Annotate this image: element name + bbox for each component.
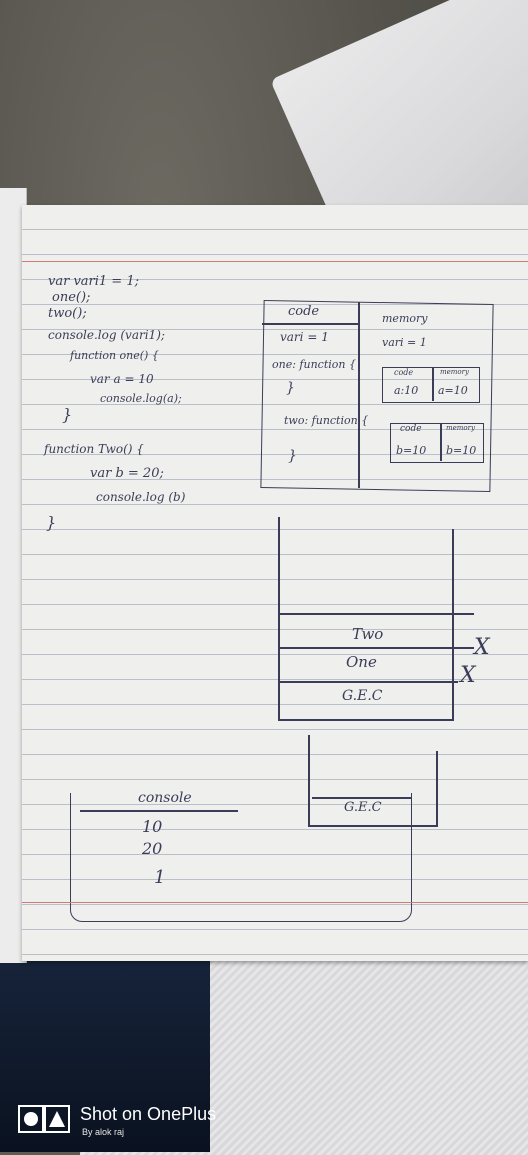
stack-left-wall	[278, 517, 280, 721]
code-line-12: }	[46, 513, 57, 532]
ec-code-underline	[262, 323, 358, 325]
console-output-2: 20	[142, 839, 163, 858]
console-header-line	[80, 810, 238, 812]
ec-two-close: }	[288, 448, 297, 464]
console-output-1: 10	[142, 817, 163, 836]
ec-memory-header: memory	[382, 312, 428, 325]
ec-one-close: }	[286, 380, 295, 396]
ec-divider	[358, 302, 360, 488]
two-ec-code-header: code	[400, 424, 422, 434]
two-ec-code-value: b=10	[396, 444, 427, 457]
console-title: console	[138, 790, 192, 806]
one-ec-memory-value: a=10	[438, 384, 468, 397]
notebook-page: var vari1 = 1; one(); two(); console.log…	[22, 205, 528, 961]
two-ec-memory-header: memory	[446, 424, 475, 432]
pop-mark-two: X	[474, 635, 490, 660]
gec-stack-right-wall	[436, 751, 438, 827]
stack-frame-two: Two	[352, 625, 384, 643]
one-ec-code-header: code	[394, 368, 414, 377]
code-line-4: console.log (vari1);	[48, 328, 165, 342]
one-ec-divider	[432, 367, 434, 401]
code-line-5: function one() {	[70, 349, 159, 362]
two-execution-context-box	[390, 423, 484, 463]
code-line-6: var a = 10	[90, 372, 154, 386]
gec-stack-label: G.E.C	[344, 800, 382, 815]
ec-two-entry: two: function {	[284, 414, 369, 427]
watermark-subtitle: By alok raj	[82, 1127, 125, 1137]
code-line-3: two();	[48, 306, 87, 321]
code-line-2: one();	[52, 290, 91, 305]
ec-memory-var: vari = 1	[382, 336, 427, 349]
stack-bottom	[278, 719, 454, 721]
one-ec-code-value: a:10	[394, 384, 419, 397]
code-line-7: console.log(a);	[100, 392, 182, 405]
camera-watermark-icon	[18, 1105, 70, 1133]
code-line-10: var b = 20;	[90, 466, 164, 481]
ec-var-entry: vari = 1	[280, 330, 329, 344]
two-ec-memory-value: b=10	[446, 444, 477, 457]
stack-frame-line-1	[278, 613, 474, 615]
code-line-1: var vari1 = 1;	[48, 274, 139, 289]
console-box	[70, 793, 412, 922]
ec-one-entry: one: function {	[272, 358, 356, 371]
stack-frame-gec: G.E.C	[342, 688, 383, 704]
stack-frame-line-3	[278, 681, 458, 683]
console-output-3: 1	[154, 867, 166, 888]
code-line-11: console.log (b)	[96, 490, 186, 504]
pop-mark-one: X	[460, 663, 476, 688]
one-execution-context-box	[382, 367, 480, 403]
one-ec-memory-header: memory	[440, 368, 469, 376]
code-line-8: }	[62, 405, 73, 424]
code-line-9: function Two() {	[44, 442, 144, 456]
stack-frame-one: One	[346, 653, 377, 671]
stack-right-wall	[452, 529, 454, 721]
gec-stack-left-wall	[308, 735, 310, 825]
stack-frame-line-2	[278, 647, 474, 649]
ec-code-header: code	[288, 304, 320, 319]
gec-stack-bottom	[308, 825, 438, 827]
watermark-title: Shot on OnePlus	[80, 1104, 217, 1124]
gec-stack-frame-line	[312, 797, 412, 799]
two-ec-divider	[440, 423, 442, 461]
